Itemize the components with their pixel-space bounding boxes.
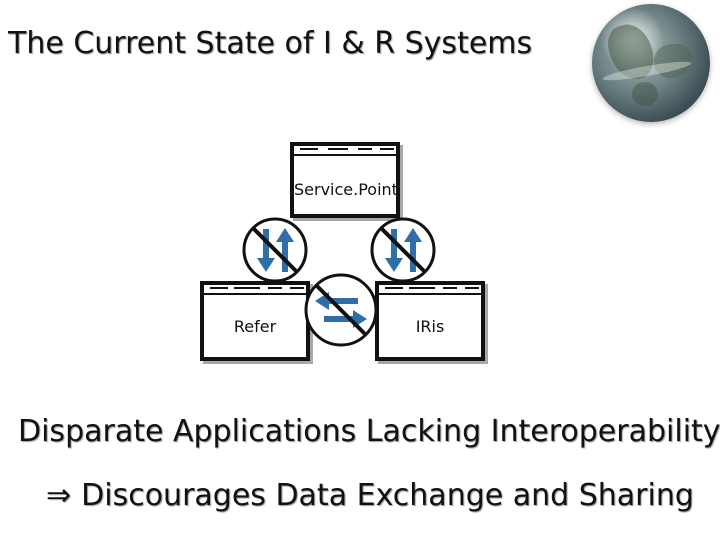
consequence-line: ⇒ Discourages Data Exchange and Sharing xyxy=(46,478,694,513)
window-label-iris: IRis xyxy=(415,317,445,336)
blocked-link-horizontal-icon xyxy=(304,273,378,347)
consequence-text: Discourages Data Exchange and Sharing xyxy=(81,478,694,513)
window-service-point: Service.Point xyxy=(290,142,400,218)
blocked-link-right-icon xyxy=(370,217,436,283)
window-iris: IRis xyxy=(375,281,485,361)
implies-arrow-icon: ⇒ xyxy=(46,478,72,513)
globe-icon xyxy=(592,4,710,122)
window-titlebar xyxy=(294,146,396,156)
window-label-service-point: Service.Point xyxy=(294,180,398,199)
blocked-link-left-icon xyxy=(242,217,308,283)
statement-text: Disparate Applications Lacking Interoper… xyxy=(18,414,720,449)
slide-title: The Current State of I & R Systems xyxy=(8,26,533,61)
window-titlebar xyxy=(379,285,481,295)
window-titlebar xyxy=(204,285,306,295)
window-label-refer: Refer xyxy=(233,317,277,336)
